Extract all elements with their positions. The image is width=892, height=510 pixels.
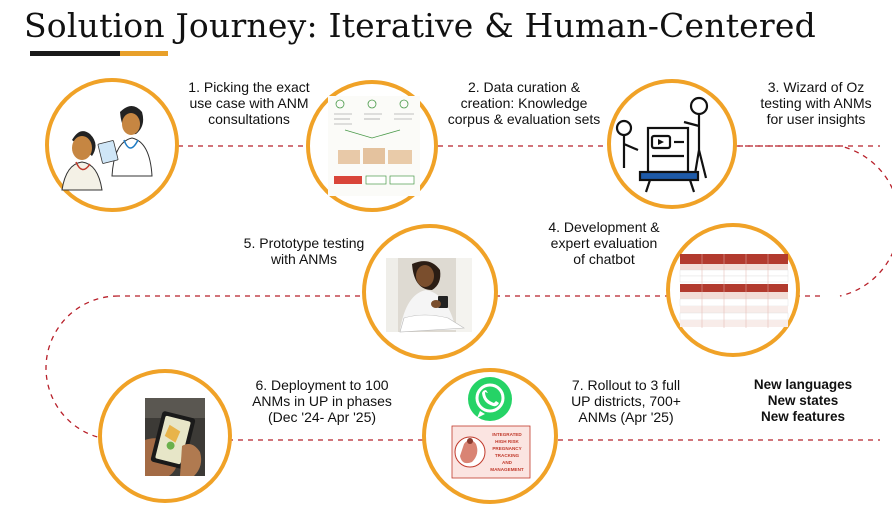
step-6-line-3: (Dec '24- Apr '25) — [267, 409, 377, 425]
step-3-line-2: testing with ANMs — [760, 95, 872, 111]
future-states: New states — [767, 393, 839, 408]
step-1-line-2: use case with ANM — [189, 95, 309, 111]
step-2-line-1: 2. Data curation & — [467, 79, 581, 95]
logo-line-6: MANAGEMENT — [490, 467, 524, 472]
step5-circle — [362, 224, 498, 360]
step-4-line-2: expert evaluation — [550, 235, 658, 251]
step3-circle — [607, 79, 737, 209]
step4-circle — [666, 223, 800, 357]
step1-circle — [45, 78, 179, 212]
logo-line-4: TRACKING — [495, 453, 520, 458]
logo-line-2: HIGH RISK — [495, 439, 519, 444]
step-4-line-3: of chatbot — [573, 251, 635, 267]
logo-line-5: AND — [502, 460, 513, 465]
step-5-line-2: with ANMs — [270, 251, 338, 267]
step-6-label: 6. Deployment to 100 ANMs in UP in phase… — [246, 377, 398, 425]
step2-circle — [306, 80, 438, 212]
step-2-label: 2. Data curation & creation: Knowledge c… — [436, 79, 612, 127]
step-6-line-2: ANMs in UP in phases — [252, 393, 392, 409]
whatsapp-icon — [468, 377, 512, 421]
prototype-testing-photo — [386, 258, 472, 333]
step-1-line-1: 1. Picking the exact — [188, 79, 310, 95]
logo-line-3: PREGNANCY — [492, 446, 521, 451]
step6-circle — [98, 369, 232, 503]
step-4-line-1: 4. Development & — [548, 219, 660, 235]
step-5-line-1: 5. Prototype testing — [243, 235, 365, 251]
title-underline-dark — [30, 51, 120, 56]
step-3-label: 3. Wizard of Oz testing with ANMs for us… — [748, 79, 884, 127]
step-2-line-2: creation: Knowledge — [460, 95, 588, 111]
step-7-label: 7. Rollout to 3 full UP districts, 700+ … — [560, 377, 692, 425]
step7-circle: INTEGRATED HIGH RISK PREGNANCY TRACKING … — [422, 368, 558, 504]
future-plans: New languages New states New features — [728, 377, 878, 425]
step-7-line-3: ANMs (Apr '25) — [578, 409, 674, 425]
step-6-line-1: 6. Deployment to 100 — [255, 377, 389, 393]
step-7-line-2: UP districts, 700+ — [571, 393, 681, 409]
wizard-of-oz-icon — [615, 96, 709, 193]
step-7-line-1: 7. Rollout to 3 full — [571, 377, 681, 393]
step-4-label: 4. Development & expert evaluation of ch… — [534, 219, 674, 267]
evaluation-table-thumbnail — [679, 254, 789, 328]
step-5-label: 5. Prototype testing with ANMs — [230, 235, 378, 267]
deployment-phone-photo — [145, 398, 205, 476]
data-curation-thumbnail — [328, 96, 420, 196]
future-languages: New languages — [753, 377, 853, 392]
step-3-line-3: for user insights — [766, 111, 866, 127]
step-3-line-1: 3. Wizard of Oz — [767, 79, 865, 95]
title-underline-orange — [120, 51, 168, 56]
step-2-line-3: corpus & evaluation sets — [447, 111, 601, 127]
anm-illustration-icon — [61, 106, 153, 191]
future-features: New features — [760, 409, 846, 424]
slide-title: Solution Journey: Iterative & Human-Cent… — [24, 6, 816, 45]
irp-logo: INTEGRATED HIGH RISK PREGNANCY TRACKING … — [451, 425, 531, 479]
step-1-label: 1. Picking the exact use case with ANM c… — [176, 79, 322, 127]
step-1-line-3: consultations — [208, 111, 290, 127]
logo-line-1: INTEGRATED — [492, 432, 522, 437]
